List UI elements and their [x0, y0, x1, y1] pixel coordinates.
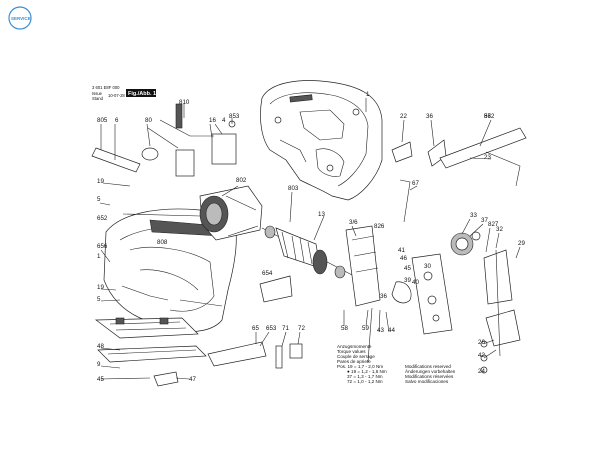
part-number-label: 65: [252, 325, 259, 332]
part-number-label: 24: [478, 368, 485, 375]
part-number-label: 810: [179, 99, 190, 106]
torque-notes: Anzugsmomente Torque values Couple de se…: [337, 344, 387, 384]
part-number-label: 44: [388, 327, 395, 334]
gear-part: [450, 231, 481, 256]
part-number-label: 57: [484, 113, 491, 120]
part-number-label: 80: [145, 117, 152, 124]
part-number-label: 862: [484, 113, 495, 120]
part-number-label: 30: [424, 263, 431, 270]
part-number-label: 37: [481, 217, 488, 224]
part-number-label: 1: [366, 91, 370, 98]
armature-part: [261, 225, 355, 279]
part-number-label: 3/6: [349, 219, 358, 226]
modification-line-2: Änderungen vorbehalten: [405, 368, 456, 374]
modification-line-3: Modifications réservées: [405, 374, 454, 379]
part-number-label: 853: [229, 113, 240, 120]
part-number-label: 47: [189, 376, 196, 383]
part-number-label: 802: [236, 177, 247, 184]
part-number-label: 19: [97, 178, 104, 185]
lower-housing-part: [103, 208, 237, 332]
part-number-label: 49: [0, 0, 7, 2]
torque-line-7: 37 = 1,3 - 1,7 Nm: [347, 374, 383, 379]
torque-line-3: Couple de serrage: [337, 354, 375, 359]
base-plate-part: [94, 317, 207, 363]
modification-line-1: Modifications reserved: [405, 364, 451, 369]
part-number-label: 9: [97, 361, 101, 368]
torque-line-6: ● 19 = 1,2 - 1,6 Nm: [347, 369, 387, 374]
torque-line-4: Pares de apriete: [337, 359, 371, 364]
housing-shell-part: [260, 80, 383, 201]
part-number-label: 29: [518, 240, 525, 247]
document-header: 3 601 E8F 000 Issue Stand 10-07-28 Fig./…: [92, 85, 156, 101]
part-number-label: 36: [426, 113, 433, 120]
stroke-rod-assembly: [345, 225, 521, 357]
lower-small-parts: [153, 275, 488, 387]
part-number-label: 43: [377, 327, 384, 334]
doc-number: 3 601 E8F 000: [92, 85, 120, 90]
part-number-label: 22: [400, 113, 407, 120]
issue-label: Issue: [92, 91, 103, 96]
modification-notes: Modifications reserved Änderungen vorbeh…: [405, 364, 456, 384]
modification-line-4: Salvo modificaciones: [405, 379, 449, 384]
part-number-label: 1: [97, 253, 101, 260]
part-number-label: 42: [478, 352, 485, 359]
torque-line-2: Torque values: [337, 349, 366, 354]
part-number-label: 808: [157, 239, 168, 246]
part-number-label: 5: [97, 296, 101, 303]
part-number-label: 803: [288, 185, 299, 192]
part-number-label: 653: [266, 325, 277, 332]
logo-text: SERVICE: [11, 16, 31, 21]
leader-lines: [99, 98, 521, 380]
part-number-label: 5: [97, 196, 101, 203]
part-number-label: 45: [97, 376, 104, 383]
stand-label: Stand: [92, 96, 104, 101]
part-number-label: 40: [412, 279, 419, 286]
part-number-label: 23: [484, 154, 491, 161]
part-number-label: 26: [478, 339, 485, 346]
part-number-label: 45: [404, 265, 411, 272]
right-side-parts: [391, 127, 527, 223]
service-logo: SERVICE: [8, 6, 32, 30]
part-number-label: 41: [398, 247, 405, 254]
part-number-label: 58: [341, 325, 348, 332]
part-number-label: 32: [496, 226, 503, 233]
part-number-label: 826: [374, 223, 385, 230]
part-number-label: 16: [209, 117, 216, 124]
part-number-label: 46: [400, 255, 407, 262]
switch-assembly-part: [91, 103, 237, 177]
part-number-label: 652: [97, 215, 108, 222]
part-number-label: 4: [222, 117, 226, 124]
part-number-label: 33: [470, 212, 477, 219]
part-number-label: 654: [262, 270, 273, 277]
part-number-label: 13: [318, 211, 325, 218]
part-number-label: 827: [488, 221, 499, 228]
torque-line-1: Anzugsmomente: [337, 344, 372, 349]
torque-line-5: Pos. 19 = 1,7 - 2,0 Nm: [337, 364, 383, 369]
part-number-label: 656: [97, 243, 108, 250]
part-number-label: 805: [97, 117, 108, 124]
figure-label-box: [126, 89, 156, 97]
part-number-label: 19: [97, 284, 104, 291]
part-number-label: 72: [298, 325, 305, 332]
part-number-label: 2: [0, 0, 4, 2]
part-number-label: 67: [412, 180, 419, 187]
part-number-label: 39: [404, 277, 411, 284]
part-number-label: 36: [380, 293, 387, 300]
header-date: 10-07-28: [108, 93, 125, 98]
part-number-label: 59: [362, 325, 369, 332]
figure-label: Fig./Abb. 1: [128, 91, 156, 97]
torque-line-8: 72 = 1,0 - 1,2 Nm: [347, 379, 383, 384]
part-number-label: 6: [115, 117, 119, 124]
part-number-label: 71: [282, 325, 289, 332]
field-coil-part: [199, 185, 263, 241]
part-number-label: 48: [97, 343, 104, 350]
